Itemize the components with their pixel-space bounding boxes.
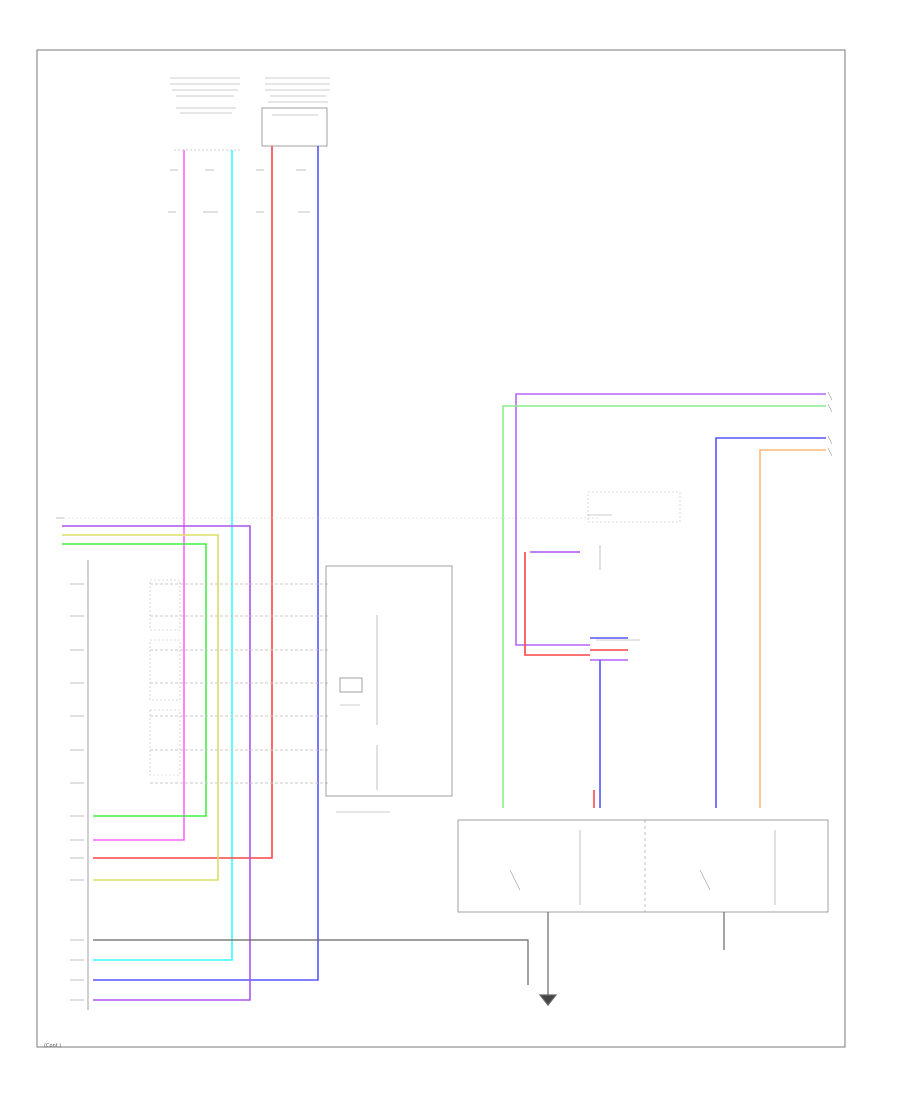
wire-orange-right	[759, 449, 826, 808]
wire-green-left	[62, 543, 207, 817]
footer-label: (Cont.)	[44, 1043, 62, 1049]
wire-lightgreen-right	[502, 405, 826, 808]
ground-wiring	[93, 912, 725, 1006]
wire-cyan	[93, 150, 233, 961]
left-terminal-ticks	[70, 583, 84, 1001]
left-block-boxes	[149, 579, 181, 776]
wire-blue-right	[715, 437, 826, 808]
wire-violet-right	[515, 393, 826, 646]
signal-lines	[150, 583, 328, 784]
diagram-frame	[36, 49, 846, 1048]
wire-pink	[93, 150, 185, 841]
wire-red-relay	[524, 552, 590, 656]
top-left-module	[170, 77, 240, 151]
seat-belt-panel	[457, 819, 829, 913]
wire-purple	[62, 525, 251, 1001]
top-right-module	[261, 77, 330, 147]
mid-right-pins	[590, 637, 628, 661]
relay-group	[524, 491, 681, 656]
right-connector-ticks	[827, 391, 833, 457]
switch-panel	[325, 565, 453, 813]
wire-yellow	[62, 534, 219, 881]
top-connector-labels	[168, 169, 310, 213]
wire-blue	[93, 146, 319, 981]
wire-red	[93, 146, 273, 859]
left-connector-block	[56, 517, 89, 1010]
